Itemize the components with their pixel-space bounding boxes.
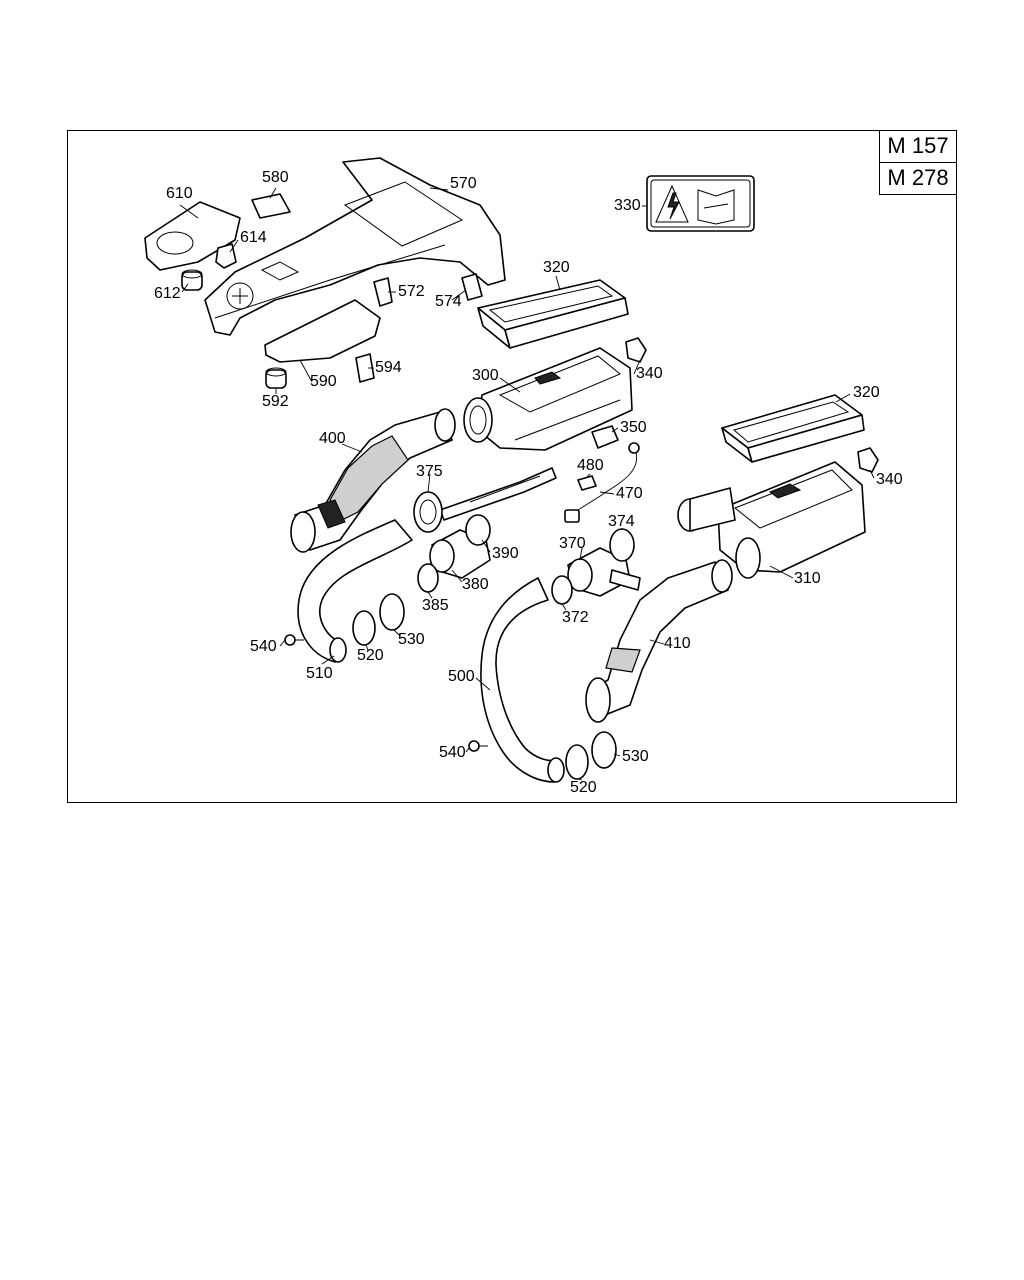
callout-340-right: 340 [876,471,903,488]
callout-374: 374 [608,513,635,530]
callout-372: 372 [562,609,589,626]
callout-340-upper: 340 [636,365,663,382]
intake-duct-400 [290,408,456,553]
grommet-592 [265,367,287,389]
callout-520-right: 520 [570,779,597,796]
callout-500: 500 [448,668,475,685]
clamp-520-right [565,744,589,780]
model-code-2: M 278 [887,165,949,191]
clip-594 [355,353,375,383]
callout-530-left: 530 [398,631,425,648]
callout-375: 375 [416,463,443,480]
callout-370: 370 [559,535,586,552]
clamp-390 [465,514,491,546]
callout-612: 612 [154,285,181,302]
callout-574: 574 [435,293,462,310]
callout-320-upper: 320 [543,259,570,276]
callout-385: 385 [422,597,449,614]
callout-410: 410 [664,635,691,652]
screw-540-right [468,740,488,752]
model-code-1: M 157 [880,131,956,163]
leader-lines [179,187,875,781]
clamp-374 [609,528,635,562]
callout-300: 300 [472,367,499,384]
clamp-372 [551,575,573,605]
airflow-sensor-370 [567,547,641,597]
grommet-612 [181,269,203,291]
callout-320-right: 320 [853,384,880,401]
callout-470: 470 [616,485,643,502]
clamp-520-left [352,610,376,646]
intake-duct-410 [585,559,733,723]
callout-330: 330 [614,197,641,214]
callout-480: 480 [577,457,604,474]
bracket-350 [591,425,619,449]
diagram-frame [67,130,957,803]
callout-530-right: 530 [622,748,649,765]
model-code-box: M 157 M 278 [879,130,957,195]
pad-580 [251,193,291,219]
cover-610 [144,201,241,271]
callout-350: 350 [620,419,647,436]
warning-label-330 [646,175,755,232]
callout-400: 400 [319,430,346,447]
engine-cover-570 [204,157,506,336]
sensor-cable-470 [564,442,640,523]
callout-570: 570 [450,175,477,192]
screw-540-left [284,634,304,646]
callout-592: 592 [262,393,289,410]
hose-500 [480,577,565,783]
callout-540-right: 540 [439,744,466,761]
clamp-530-right [591,731,617,769]
callout-510: 510 [306,665,333,682]
sensor-340-right [857,447,879,473]
air-filter-320-upper [477,279,629,349]
air-filter-housing-300 [463,347,633,451]
callout-590: 590 [310,373,337,390]
callout-614: 614 [240,229,267,246]
callout-594: 594 [375,359,402,376]
clamp-530-left [379,593,405,631]
callout-572: 572 [398,283,425,300]
cover-590 [264,299,381,363]
callout-390: 390 [492,545,519,562]
air-filter-320-right [721,394,865,463]
callout-380: 380 [462,576,489,593]
callout-610: 610 [166,185,193,202]
clip-574 [461,273,483,301]
air-filter-housing-310 [677,461,866,579]
sensor-340-upper [625,337,647,363]
callout-520-left: 520 [357,647,384,664]
clip-572 [373,277,393,307]
bracket-375 [413,467,557,533]
callout-540-left: 540 [250,638,277,655]
clamp-385 [417,563,439,593]
callout-310: 310 [794,570,821,587]
callout-580: 580 [262,169,289,186]
